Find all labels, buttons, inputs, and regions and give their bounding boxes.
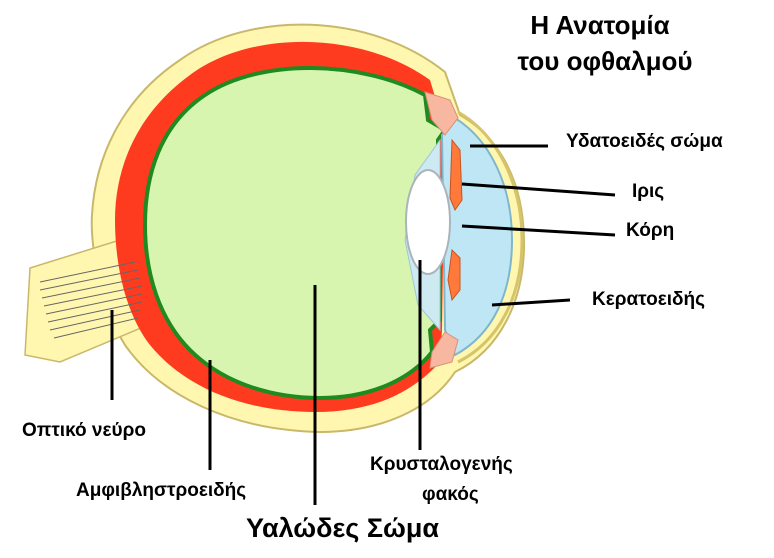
label-pupil: Κόρη xyxy=(626,220,674,242)
title-line-1: Η Ανατομία xyxy=(500,8,700,42)
label-retina: Αμφιβληστροειδής xyxy=(76,480,246,502)
title-line-2: του οφθαλμού xyxy=(490,44,720,78)
lens xyxy=(406,170,450,274)
vitreous-body xyxy=(145,68,445,398)
label-lens-line-1: Κρυσταλογενής xyxy=(370,454,513,476)
label-optic-nerve: Οπτικό νεύρο xyxy=(22,420,146,442)
label-aqueous-humor: Υδατοειδές σώμα xyxy=(566,131,723,153)
label-lens-line-2: φακός xyxy=(422,484,479,506)
label-cornea: Κερατοειδής xyxy=(592,289,705,311)
label-iris: Ιρις xyxy=(632,181,664,203)
iris-top xyxy=(450,140,462,210)
label-vitreous-body: Υαλώδες Σώμα xyxy=(246,513,439,544)
